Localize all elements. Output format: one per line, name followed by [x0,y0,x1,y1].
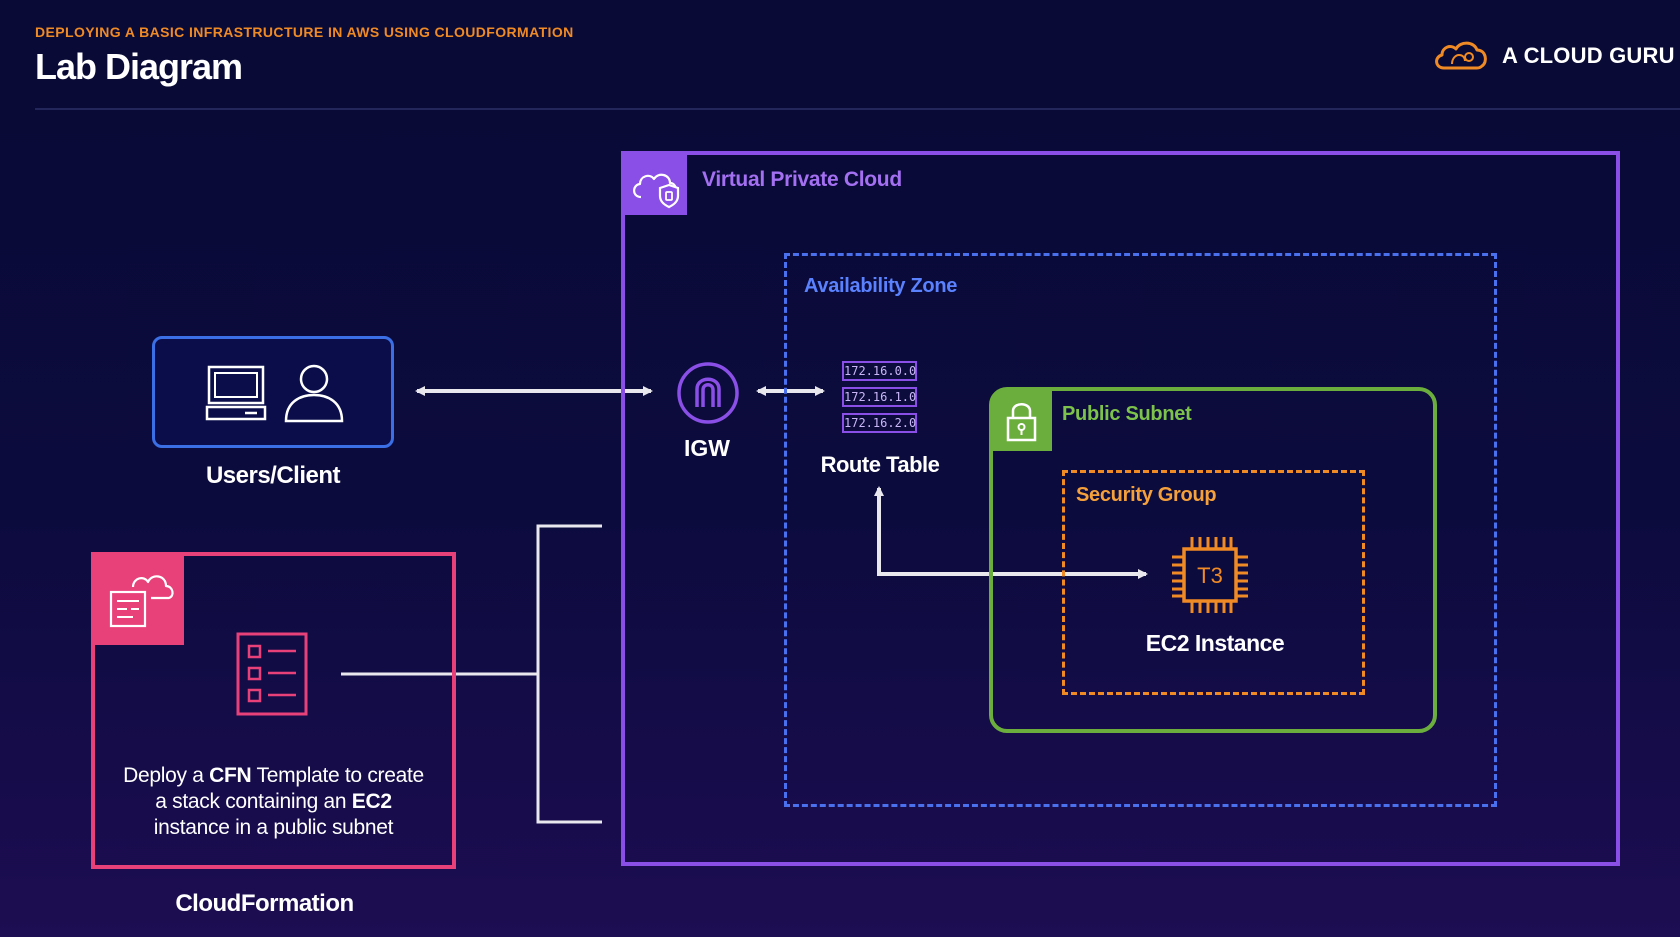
route-table-label: Route Table [820,452,940,477]
cloudformation-icon-tile [93,554,184,645]
gateway-arch-icon [677,362,739,424]
computer-icon [205,365,267,421]
cloudformation-container [91,552,456,869]
availability-zone-container [784,253,1497,807]
security-group-container [1062,470,1365,695]
route-table-entry: 172.16.1.0 [842,387,917,407]
cloudformation-icon [109,575,174,628]
public-subnet-container [989,387,1437,733]
cloudformation-label: CloudFormation [175,890,354,917]
availability-zone-label: Availability Zone [804,275,958,297]
vpc-container [621,151,1620,866]
subnet-icon-tile [991,389,1052,451]
brand-name: A CLOUD GURU [1502,43,1675,68]
cloud-shield-icon [633,173,680,209]
brand-logo: A CLOUD GURU [1432,36,1675,76]
header-divider [35,108,1680,110]
cloud-logo-icon [1435,41,1487,70]
public-subnet-label: Public Subnet [1062,403,1192,425]
page-subtitle: DEPLOYING A BASIC INFRASTRUCTURE IN AWS … [35,24,574,40]
users-client-box [152,336,394,448]
template-checklist-icon [236,632,308,716]
chip-label: T3 [1197,563,1223,588]
cloudformation-description: Deploy a CFN Template to create a stack … [123,764,424,839]
ec2-instance-label: EC2 Instance [1145,630,1285,656]
routetable-ec2-arrow [874,486,1148,579]
chip-icon: T3 [1172,537,1248,613]
vpc-icon-tile [623,153,687,215]
security-group-label: Security Group [1076,484,1217,506]
cf-bracket [536,524,602,824]
users-client-label: Users/Client [205,462,341,489]
user-icon [284,364,344,423]
route-table-entry: 172.16.2.0 [842,413,917,433]
route-table-entry: 172.16.0.0 [842,361,917,381]
vpc-label: Virtual Private Cloud [702,168,902,191]
page-title: Lab Diagram [35,46,243,87]
padlock-icon [1006,403,1037,442]
igw-label: IGW [684,435,730,461]
